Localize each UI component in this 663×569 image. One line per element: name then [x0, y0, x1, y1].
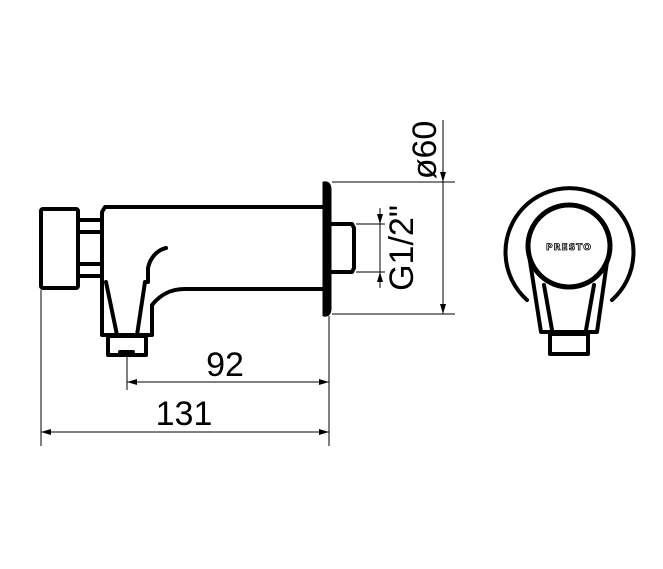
- button-face: [525, 202, 613, 290]
- connection-nut: [329, 222, 356, 274]
- dim-label-diameter: ø60: [406, 121, 444, 180]
- dim-label-thread: G1/2": [383, 205, 421, 291]
- wall-rosette: [503, 186, 636, 302]
- brand-logo: PRESTO: [546, 243, 592, 253]
- dim-label-131: 131: [156, 395, 213, 433]
- push-button-knob: [39, 207, 80, 290]
- front-nozzle: [548, 332, 590, 356]
- knob-collar: [78, 218, 102, 278]
- spout-inner-lines: [542, 283, 596, 332]
- dim-label-92: 92: [206, 346, 244, 384]
- front-view: PRESTO: [503, 186, 636, 356]
- nozzle: [106, 334, 148, 357]
- tap-body: [100, 205, 324, 337]
- side-view: [39, 181, 356, 357]
- spout-inner: [104, 246, 168, 337]
- dimension-lines: [40, 120, 455, 446]
- wall-flange: [322, 181, 332, 317]
